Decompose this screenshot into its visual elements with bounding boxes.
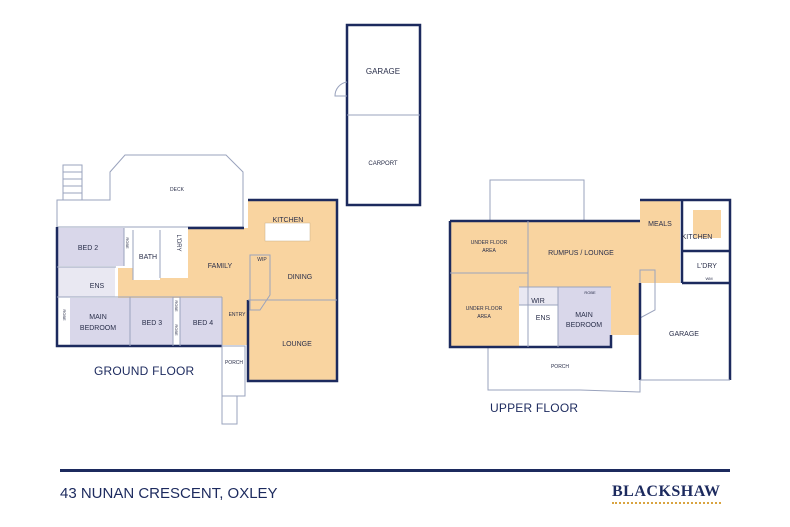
room-label-laundry: L'DRY [175,234,181,251]
room-label-main-bedroom-line2: BEDROOM [566,322,602,329]
room-label-main-bedroom-line1: MAIN [575,312,593,319]
upper-floor-plan: UNDER FLOOR AREA UNDER FLOOR AREA RUMPUS… [448,179,732,393]
room-label-under-floor-area-line2: AREA [477,314,491,320]
room-label-washing-machine: WM [705,276,712,281]
room-label-bed3: BED 3 [142,320,162,327]
ground-floor-plan: DECK KITCHEN BED 2 ROBE BATH L'DRY FAMIL… [55,154,339,425]
room-label-dining: DINING [288,274,313,281]
detached-garage: GARAGE CARPORT [334,23,422,207]
room-label-under-floor-area-line1: UNDER FLOOR [466,306,503,312]
room-label-kitchen: KITCHEN [273,217,304,224]
room-label-bath: BATH [139,254,157,261]
room-label-main-bedroom-line1: MAIN [89,314,107,321]
room-label-laundry: L'DRY [697,263,717,270]
property-address: 43 NUNAN CRESCENT, OXLEY [60,485,278,502]
room-label-wip: WIP [257,257,267,263]
room-label-robe: ROBE [174,324,179,336]
room-label-garage: GARAGE [366,67,400,76]
room-label-lounge: LOUNGE [282,341,312,348]
room-label-main-bedroom-line2: BEDROOM [80,325,116,332]
room-label-wir: WIR [531,298,545,305]
room-label-garage: GARAGE [669,331,699,338]
room-label-robe: ROBE [125,237,130,249]
blackshaw-logo: BLACKSHAW [612,483,721,504]
room-label-porch: PORCH [551,364,569,370]
deck-stairs-treads [63,171,82,194]
room-label-robe: ROBE [62,309,67,321]
room-label-robe: ROBE [584,290,596,295]
room-label-bed4: BED 4 [193,320,213,327]
room-label-kitchen: KITCHEN [682,234,713,241]
room-label-meals: MEALS [648,221,672,228]
room-label-entry: ENTRY [229,312,247,318]
room-label-family: FAMILY [208,263,233,270]
footer-divider [60,469,730,472]
room-label-robe: ROBE [174,300,179,312]
room-label-ensuite: ENS [90,283,105,290]
deck [56,154,244,228]
room-label-under-floor-area-line2: AREA [482,248,496,254]
room-label-porch: PORCH [225,360,243,366]
room-label-ensuite: ENS [536,315,551,322]
room-label-under-floor-area-line1: UNDER FLOOR [471,240,508,246]
room-label-bed2: BED 2 [78,245,98,252]
room-label-rumpus-lounge: RUMPUS / LOUNGE [548,250,614,257]
room-label-deck: DECK [170,187,185,193]
upper-floor-title: UPPER FLOOR [490,401,579,415]
ground-floor-title: GROUND FLOOR [94,364,195,378]
deck-stairs [62,164,83,201]
room-label-carport: CARPORT [368,161,398,167]
